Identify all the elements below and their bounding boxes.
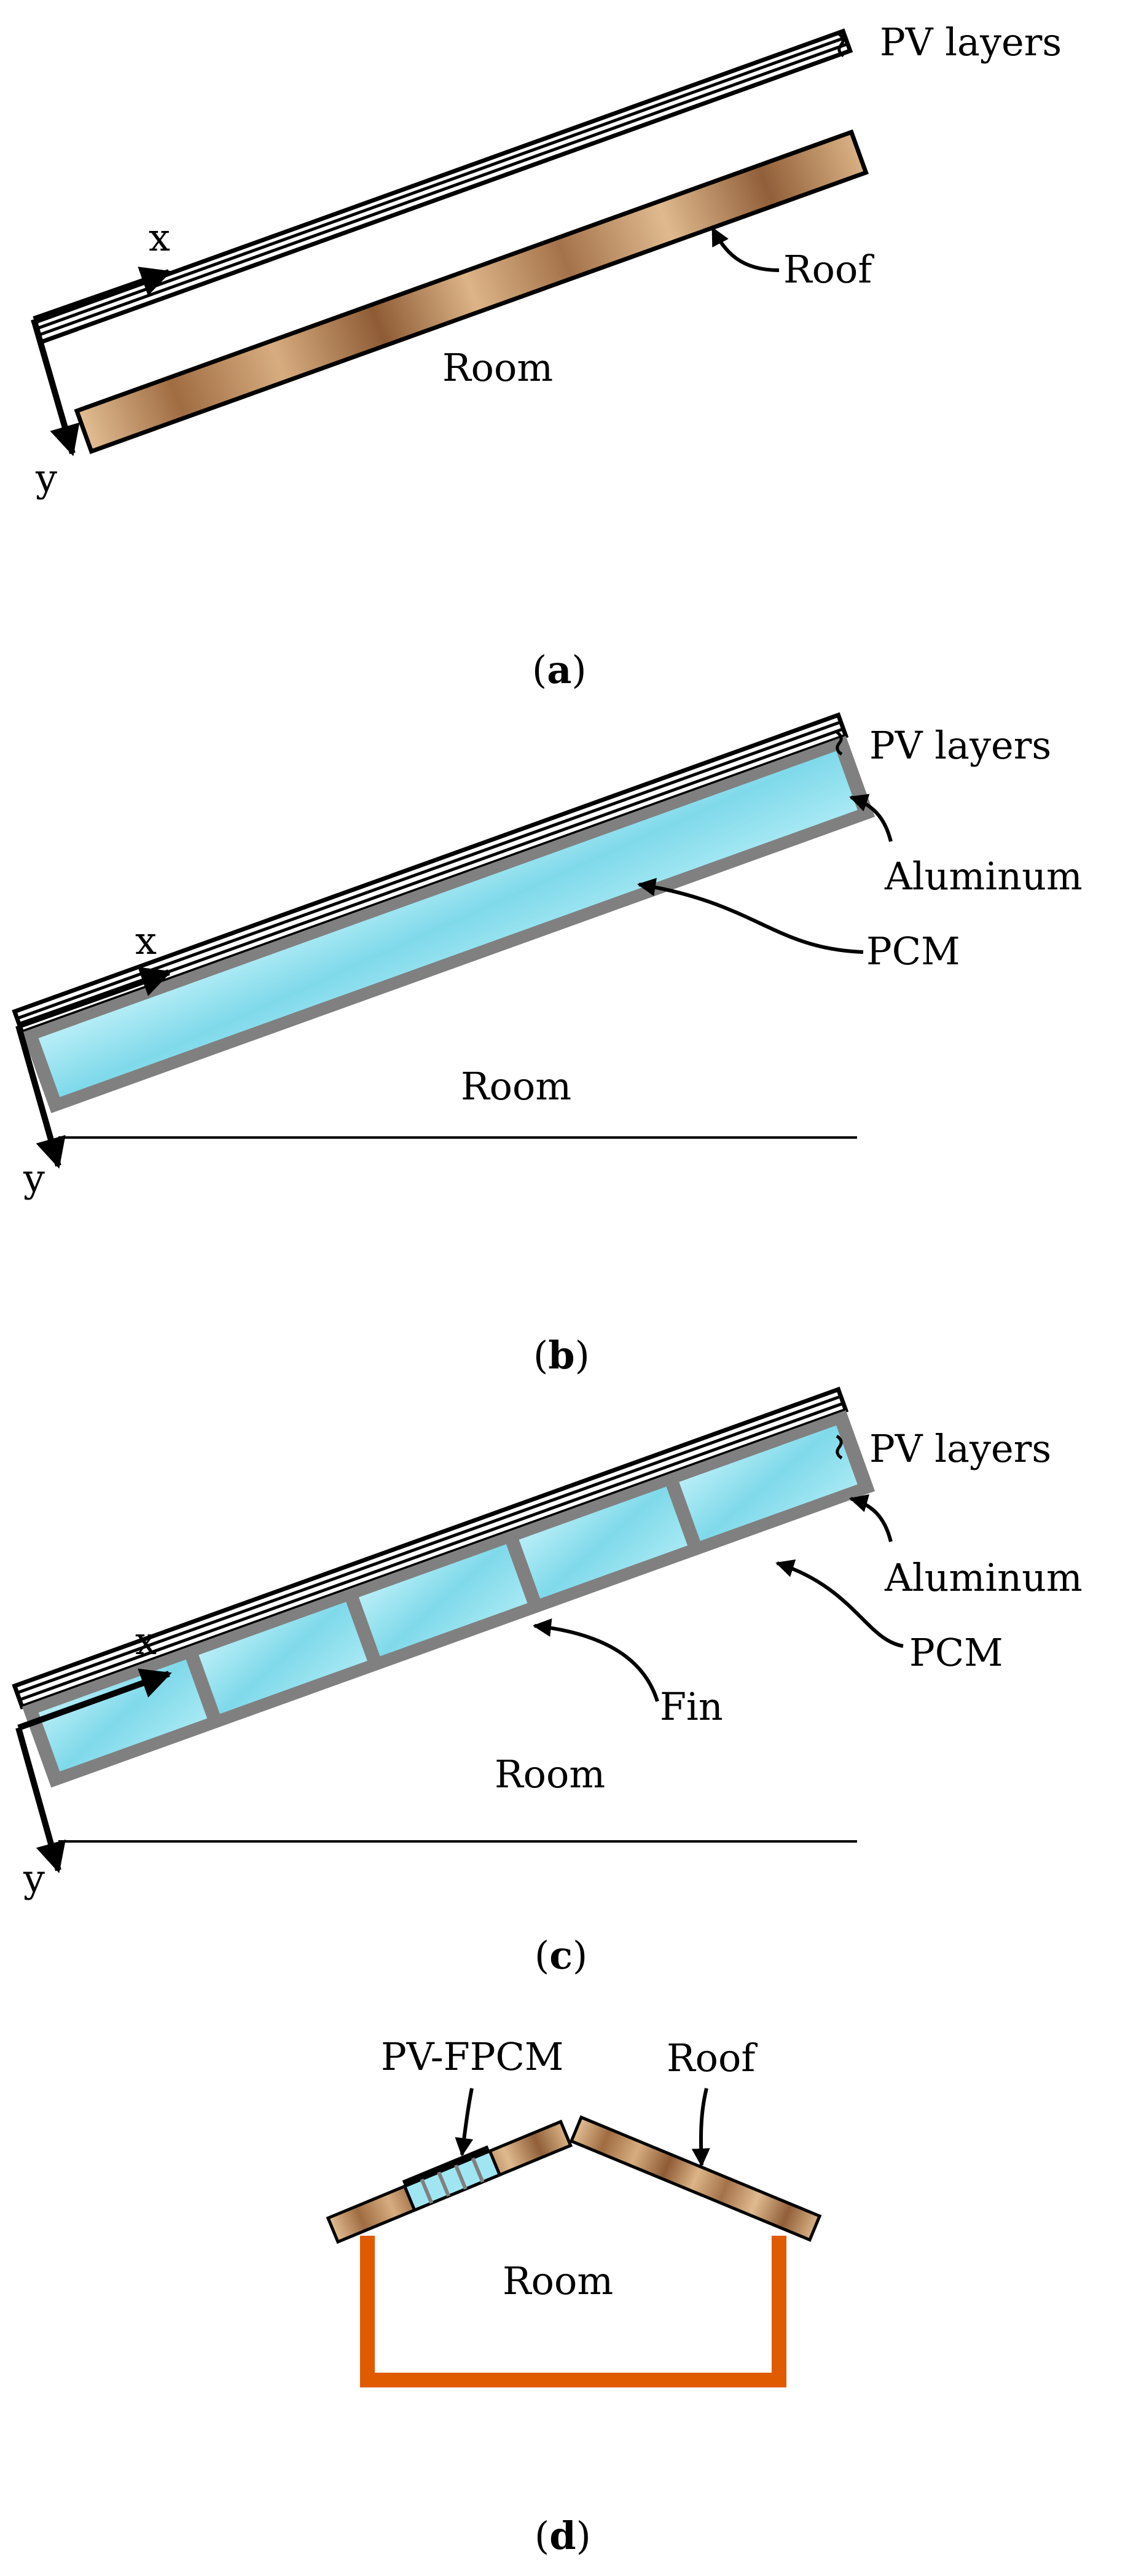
roof-right-d (569, 2115, 822, 2242)
x-axis-arrow-a (33, 267, 172, 322)
pv-fpcm-d (402, 2149, 502, 2212)
x-axis-arrow-c (17, 1668, 172, 1731)
panel-b: x y PV layers Aluminum PCM Room (b) (12, 712, 1083, 1378)
y-axis-arrow-c (15, 1727, 66, 1873)
pv-layers-label-a: PV layers (880, 20, 1062, 64)
pv-bracket-b (836, 730, 843, 756)
axis-y-label-b: y (23, 1156, 45, 1201)
aluminum-label-c: Aluminum (884, 1555, 1083, 1600)
caption-letter-b: b (548, 1333, 574, 1378)
axis-x-label-c: x (135, 1618, 157, 1663)
roof-label-d: Roof (667, 2035, 758, 2080)
pcm-label-c: PCM (909, 1630, 1003, 1675)
house-walls-d (360, 2236, 786, 2387)
panel-a: x y PV layers Roof Room (a) (31, 20, 1062, 692)
roof-left-d (326, 2120, 573, 2244)
caption-d: (d) (535, 2513, 591, 2558)
panel-c: x y PV layers Aluminum PCM Fin Room (c) (12, 1386, 1083, 1978)
room-label-b: Room (461, 1064, 571, 1109)
caption-a: (a) (532, 647, 587, 692)
pv-fpcm-leader-d (455, 2088, 474, 2156)
room-label-a: Room (442, 345, 553, 390)
aluminum-leader-c (849, 1494, 893, 1542)
pv-bracket-c (836, 1434, 843, 1460)
pcm-cell-c-5 (679, 1425, 858, 1541)
pv-fpcm-label-d: PV-FPCM (381, 2034, 563, 2079)
caption-letter-c: c (549, 1933, 573, 1978)
axis-x-label-b: x (135, 918, 157, 963)
caption-letter-a: a (547, 647, 571, 692)
pcm-leader-c (775, 1559, 904, 1648)
pcm-label-b: PCM (866, 929, 960, 974)
pcm-cell-c-4 (519, 1486, 688, 1599)
pcm-container-b (12, 712, 875, 1114)
room-label-c: Room (495, 1752, 605, 1797)
axis-x-label-a: x (149, 215, 170, 260)
fin-label-c: Fin (660, 1684, 723, 1729)
x-axis-arrow-b (17, 967, 172, 1029)
caption-b: (b) (533, 1333, 590, 1378)
pcm-container-c (12, 1386, 875, 1788)
roof-label-a: Roof (783, 247, 874, 292)
roof-leader-d (691, 2088, 710, 2167)
room-label-d: Room (503, 2258, 613, 2303)
roof-leader-a (711, 227, 780, 272)
caption-c: (c) (535, 1933, 587, 1978)
aluminum-leader-b (849, 794, 893, 842)
roof-a (74, 129, 869, 455)
y-axis-arrow-b (15, 1025, 66, 1169)
fin-leader-c (533, 1618, 659, 1702)
aluminum-label-b: Aluminum (884, 854, 1083, 899)
pcm-b (38, 751, 858, 1098)
y-axis-arrow-a (31, 318, 80, 456)
caption-letter-d: d (549, 2513, 576, 2558)
pv-bracket-a (837, 32, 845, 58)
pv-layers-label-b: PV layers (869, 723, 1051, 768)
pcm-cell-c-3 (358, 1544, 528, 1657)
axis-y-label-c: y (23, 1856, 45, 1901)
pcm-cell-c-2 (198, 1601, 367, 1714)
panel-d: PV-FPCM Roof Room (d) (326, 2034, 822, 2558)
pcm-leader-b (637, 878, 864, 954)
axis-y-label-a: y (35, 456, 57, 501)
pv-layers-label-c: PV layers (869, 1426, 1051, 1471)
